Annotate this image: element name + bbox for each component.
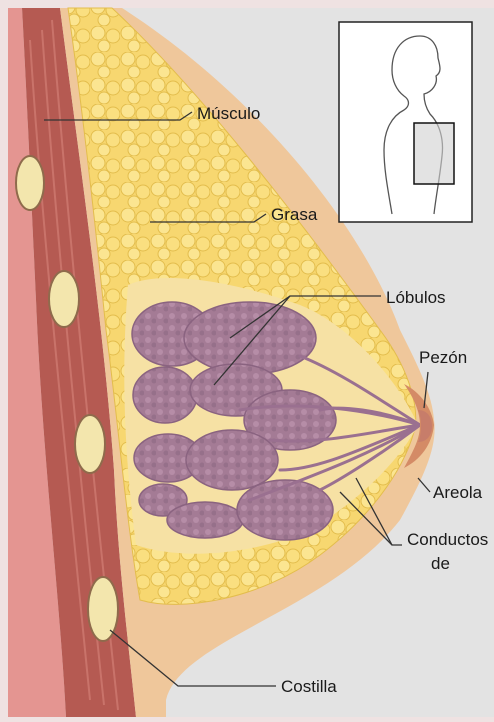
label-pezon: Pezón: [419, 348, 467, 368]
inset-frame: [339, 22, 472, 222]
inset-figure: [339, 22, 472, 222]
label-grasa: Grasa: [271, 205, 317, 225]
lobule: [184, 302, 316, 374]
lobule: [167, 502, 243, 538]
lobule: [133, 367, 197, 423]
rib: [16, 156, 44, 210]
label-conductos: Conductos: [407, 530, 488, 550]
rib: [88, 577, 118, 641]
rib: [49, 271, 79, 327]
rib: [75, 415, 105, 473]
inset-highlight-box: [414, 123, 454, 184]
label-areola: Areola: [433, 483, 482, 503]
label-costilla: Costilla: [281, 677, 337, 697]
lobule: [237, 480, 333, 540]
label-de: de: [431, 554, 450, 574]
label-lobulos: Lóbulos: [386, 288, 446, 308]
label-musculo: Músculo: [197, 104, 260, 124]
lobule: [186, 430, 278, 490]
